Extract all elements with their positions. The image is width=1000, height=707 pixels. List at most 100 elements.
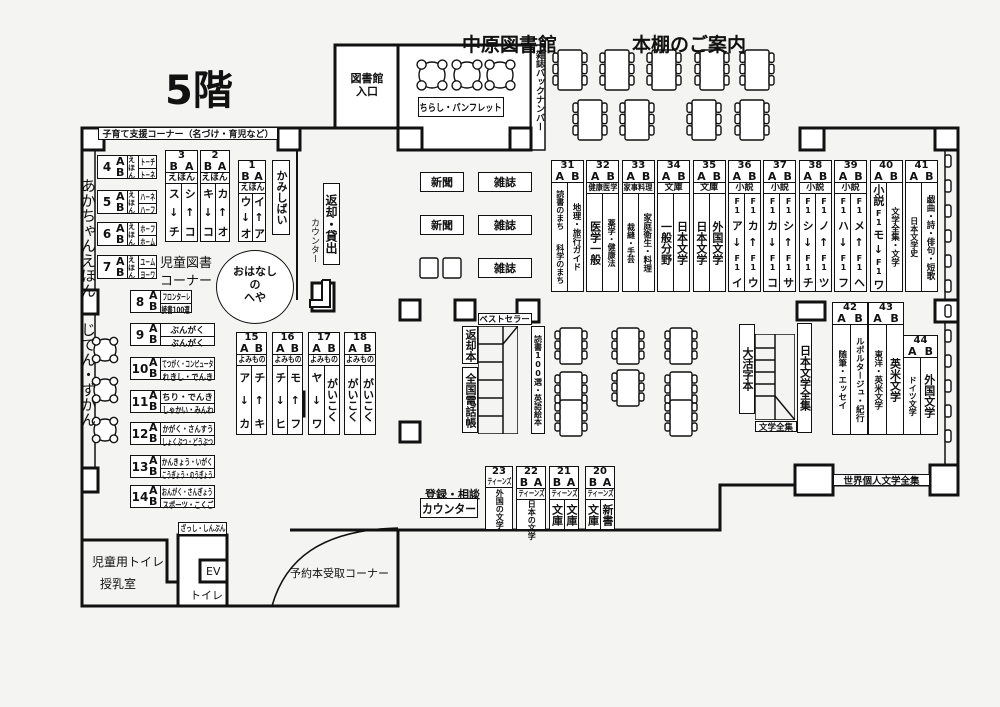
range-b: ハ－フ (140, 206, 155, 216)
chair (944, 404, 952, 418)
shelf-label: ハ (836, 219, 850, 231)
side-b: B (363, 342, 372, 355)
shelf-column: カ↑オ (214, 184, 229, 241)
range-b-cell: 読書100選 (161, 304, 191, 316)
side-b: B (149, 464, 158, 478)
side-a: A (533, 476, 543, 489)
shelf-label: F1 (784, 254, 794, 273)
chair (91, 376, 101, 386)
shelf-column: 日本文学史 (906, 183, 921, 291)
dictionaries-label: じてん・ずかん (79, 322, 97, 427)
side-b: B (116, 232, 125, 246)
range-b-cell: ホ－ム (139, 236, 156, 248)
shelf-ranges: ちり・でんきしゃかい・みんわ (160, 391, 214, 416)
chair (581, 63, 588, 75)
world-lit-collection-label: 世界個人文学全集 (843, 476, 920, 487)
chair (109, 394, 119, 404)
staircase-2 (754, 333, 796, 421)
chair (619, 124, 626, 136)
shelf-label: ↓ (239, 211, 253, 224)
chair (638, 392, 645, 402)
story-room[interactable]: おはなし の へや (216, 250, 294, 324)
shelf-label: ↓ (836, 235, 850, 249)
elevator[interactable]: EV (206, 565, 221, 578)
chair (694, 74, 701, 86)
shelf-number: 9 (135, 327, 145, 342)
shelf-column: ア↓カ (237, 366, 251, 434)
range-b: 読書100選 (161, 306, 191, 316)
shelf-label: コ (765, 277, 779, 289)
shelf-column: 英米文学 (885, 325, 904, 434)
returned-books-shelf: 返却本 (462, 326, 478, 364)
shelf-label: F1 (784, 196, 794, 215)
shelf-label: ↓ (201, 205, 215, 219)
kids-toilet-label: 児童用トイレ (92, 555, 165, 569)
chair (734, 113, 741, 125)
range-b: しょくぶつ・どうぶつ (162, 438, 214, 448)
chair (944, 179, 952, 193)
entrance-label: 図書館入口 (350, 72, 384, 98)
reading-table (624, 99, 650, 141)
rack-label: 雑誌 (494, 219, 516, 232)
shelf-ranges: かがく・さんすうしょくぶつ・どうぶつ (160, 423, 214, 448)
shelf-columns: 日本文学外国文学 (694, 194, 725, 291)
shelf-number: 4 (102, 160, 112, 174)
shelf-label: カ (746, 219, 760, 231)
shelf-label: F1 (748, 196, 758, 215)
shelf-label: オ (239, 228, 253, 239)
chair (664, 340, 671, 350)
shelf-label: ワ (310, 417, 324, 429)
side-a: A (837, 312, 846, 325)
pamphlet-rack-label: ちらし・パンフレット (419, 103, 503, 114)
chair (664, 402, 671, 412)
shelf-number: 1 (248, 160, 256, 171)
registration-counter[interactable]: カウンター (420, 498, 478, 518)
shelf-label: ↓ (871, 242, 885, 256)
shelf-columns: 一般分野日本文学 (658, 194, 689, 291)
rack-1: 新聞 (420, 172, 464, 192)
shelf-columns: チ↓ヒモ↑フ (273, 366, 302, 434)
shelf-column: 一般分野 (658, 194, 673, 291)
chair (628, 63, 635, 75)
shelf-ranges: ホ－フホ－ム (139, 223, 156, 248)
